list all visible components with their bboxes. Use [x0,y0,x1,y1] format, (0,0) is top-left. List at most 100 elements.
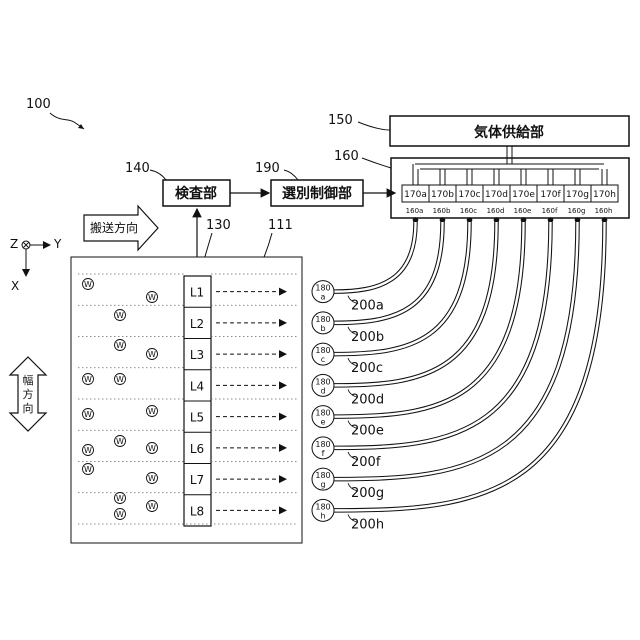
nozzle-suffix: h [320,511,325,520]
workpiece-mark: W [148,474,156,483]
figure-ref-label: 100 [26,97,51,112]
nozzle-suffix: g [320,480,325,489]
nozzle-number: 180 [315,409,330,418]
workpiece-mark: W [84,375,92,384]
lane-label: L6 [190,442,204,456]
valve-port-label: 160f [542,207,558,215]
lane-label: L5 [190,411,204,425]
nozzle-suffix: c [321,355,325,364]
nozzle-suffix: a [321,293,326,302]
nozzle-suffix: d [320,386,325,395]
axes-indicator: Z Y X [10,237,62,293]
hose-bundle: 200a 200b 200c 200d 200e 200f 200g 200h [334,222,605,532]
workpiece-mark: W [148,407,156,416]
nozzle-number: 180 [315,440,330,449]
valve-label: 170e [512,190,535,200]
hose-label: 200f [351,455,381,470]
workpiece-mark: W [116,375,124,384]
inspection-leader [150,170,166,180]
hose-200a-outline [334,222,416,292]
valve-port-icon [548,217,554,223]
valve-port-label: 160d [487,207,505,215]
axis-z-label: Z [10,237,18,251]
lane-label: L2 [190,317,204,331]
nozzle-column: 180a180b180c180d180e180f180g180h [312,281,334,522]
lane-label: L8 [190,504,204,518]
hose-label: 200c [351,361,383,376]
selection-leader [284,170,298,180]
nozzle-number: 180 [315,377,330,386]
hose-200a-core [334,222,416,292]
workpiece-mark: W [84,465,92,474]
valve-port-label: 160e [514,207,532,215]
transport-direction-label: 搬送方向 [90,220,138,235]
axis-x-label: X [11,279,19,293]
workpiece-mark: W [148,293,156,302]
valve-port-icon [440,217,446,223]
valve-label: 170b [431,190,454,200]
valve-port-label: 160a [406,207,424,215]
valve-label: 170d [485,190,508,200]
workpiece-mark: W [116,510,124,519]
valve-port-icon [494,217,500,223]
inspection-ref: 140 [125,161,150,176]
workpiece-mark: W [148,350,156,359]
gas-supply-ref: 150 [328,113,353,128]
workpiece-mark: W [116,311,124,320]
workpiece-mark: W [116,494,124,503]
axis-y-label: Y [53,237,62,251]
valve-label: 170h [593,190,616,200]
nozzle-number: 180 [315,284,330,293]
valve-port-label: 160c [460,207,477,215]
valve-port-icon [602,217,608,223]
hose-label: 200d [351,392,384,407]
belt-ref: 111 [268,218,293,233]
gas-supply-leader [358,122,390,130]
valve-label: 170a [404,190,427,200]
workpiece-mark: W [84,446,92,455]
lane-label: L7 [190,473,204,487]
sensor-ref-leader [204,233,212,260]
nozzle-number: 180 [315,346,330,355]
workpiece-mark: W [148,502,156,511]
workpiece-mark: W [116,437,124,446]
sensor-ref: 130 [206,218,231,233]
figure-ref-leader [50,113,84,129]
valve-port-icon [575,217,581,223]
valve-port-label: 160b [433,207,451,215]
valve-port-label: 160h [595,207,613,215]
selection-ref: 190 [255,161,280,176]
valve-label: 170g [566,190,589,200]
lane-label: L1 [190,286,204,300]
valve-label: 170f [540,190,561,200]
nozzle-suffix: f [322,449,325,458]
hose-label: 200a [351,299,384,314]
workpiece-mark: W [148,444,156,453]
valve-port-icon [521,217,527,223]
valve-port-icon [467,217,473,223]
nozzle-number: 180 [315,471,330,480]
inspection-label: 検査部 [175,185,217,202]
nozzle-suffix: e [321,418,326,427]
workpiece-mark: W [84,280,92,289]
hose-label: 200e [351,424,384,439]
hose-label: 200g [351,486,384,501]
nozzle-number: 180 [315,315,330,324]
valve-label: 170c [458,190,480,200]
nozzle-number: 180 [315,502,330,511]
hose-label: 200b [351,330,384,345]
gas-supply-label: 気体供給部 [474,124,544,141]
width-direction-label: 幅方向 [23,374,34,415]
valve-port-label: 160g [568,207,586,215]
selection-label: 選別制御部 [282,185,352,202]
manifold-ref: 160 [334,149,359,164]
manifold-leader [362,158,391,168]
lane-label: L4 [190,379,204,393]
workpiece-mark: W [116,341,124,350]
lane-label: L3 [190,348,204,362]
valve-port-icon [413,217,419,223]
workpiece-mark: W [84,410,92,419]
hose-label: 200h [351,517,384,532]
nozzle-suffix: b [320,324,325,333]
